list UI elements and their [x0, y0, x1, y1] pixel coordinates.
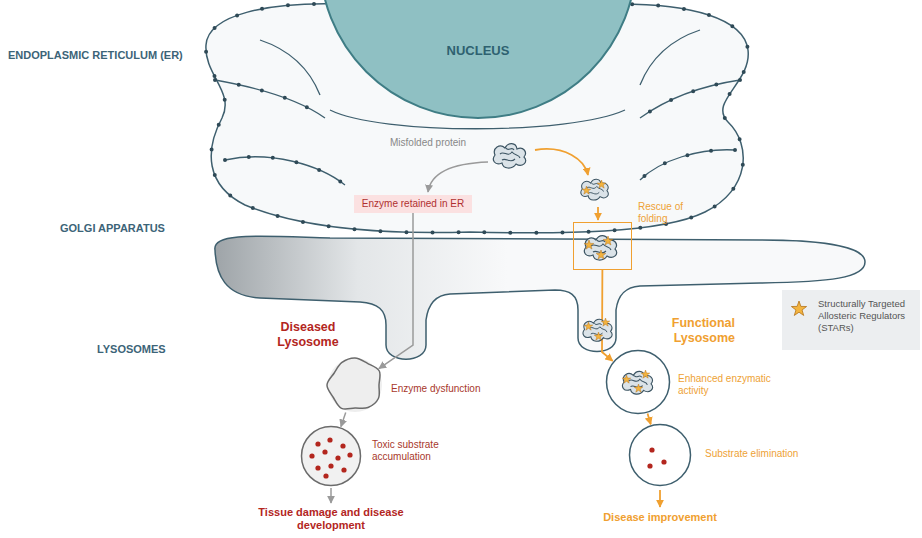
clean-lysosome-membrane [630, 425, 691, 486]
flow-arrow [379, 213, 413, 369]
star [641, 370, 650, 378]
clean-lysosome-outline [628, 423, 692, 487]
protein [581, 179, 608, 200]
remaining-substrate [647, 447, 666, 468]
diseased-lysosome-outline [325, 356, 385, 414]
substrate-dot [647, 463, 652, 468]
toxic-lysosome-membrane [302, 427, 361, 486]
substrate-dot [315, 465, 320, 470]
section-label: ENDOPLASMIC RETICULUM (ER) [8, 49, 208, 62]
lysosome-fill [302, 427, 360, 485]
legend-star-shape [791, 301, 806, 315]
flow-arrow [602, 270, 613, 361]
outcome-label: Tissue damage and disease development [241, 506, 421, 532]
clean-lysosome: Substrate elimination [628, 423, 692, 487]
misfold-arrow [428, 162, 488, 192]
outcome-arrow [330, 488, 332, 503]
toxic-lysosome: Toxic substrate accumulation [300, 425, 362, 487]
er-fold [225, 157, 345, 185]
node-text: Substrate elimination [705, 448, 825, 460]
legend-text: Structurally Targeted Allosteric Regulat… [818, 298, 914, 334]
node-text: NUCLEUS [318, 43, 638, 59]
ribosome-row [225, 157, 345, 185]
misfolded-protein [493, 144, 525, 168]
legend-item: Structurally Targeted Allosteric Regulat… [818, 298, 914, 334]
substrate-dot [327, 437, 332, 442]
diseased-lysosome-membrane [327, 358, 380, 409]
star [634, 384, 643, 392]
legend-box: Structurally Targeted Allosteric Regulat… [782, 290, 920, 350]
nucleus-outline [318, 0, 638, 120]
star [582, 186, 591, 194]
section-label: LYSOSOMES [97, 343, 217, 356]
substrate-dot [661, 459, 666, 464]
protein-label: Misfolded protein [390, 137, 500, 149]
er-fold [640, 30, 700, 85]
er-fold [640, 150, 735, 180]
er-fold [260, 40, 320, 95]
ribosome-row [640, 80, 740, 118]
substrate-dot [340, 443, 345, 448]
substrate-dot [649, 447, 654, 452]
star [594, 332, 603, 340]
section-label: GOLGI APPARATUS [60, 222, 210, 235]
star [584, 240, 594, 249]
substrate-dot [335, 455, 340, 460]
node-text: Enhanced enzymatic activity [678, 373, 773, 397]
substrate-dot [309, 453, 314, 458]
substrate-dot [323, 473, 328, 478]
node-text: Rescue of folding [638, 201, 710, 225]
star [603, 236, 613, 245]
protein [584, 236, 616, 260]
er-fold [640, 80, 740, 118]
er-fold [215, 80, 325, 118]
star [601, 318, 610, 326]
state-label: Diseased Lysosome [258, 320, 358, 350]
substrate-dot [341, 467, 346, 472]
retained-enzyme-box: Enzyme retained in ER [354, 195, 472, 213]
functional-lysosome-membrane [607, 351, 670, 414]
node-text: Toxic substrate accumulation [372, 439, 457, 463]
golgi-apparatus [215, 236, 865, 359]
substrate-dot [322, 449, 327, 454]
outcome-label: Disease improvement [580, 511, 740, 524]
star [597, 180, 606, 188]
toxic-substrate [309, 437, 352, 478]
state-label: Functional Lysosome [615, 316, 735, 346]
nucleus: NUCLEUS [318, 0, 638, 120]
star [584, 322, 593, 330]
rescue-arrow [597, 207, 599, 220]
outcome-arrow [659, 490, 661, 507]
substrate-dot [347, 452, 352, 457]
ribosome-row [640, 150, 735, 180]
substrate-dot [328, 463, 333, 468]
protein [623, 371, 653, 394]
nucleus-membrane [320, 0, 636, 118]
substrate-dot [315, 441, 320, 446]
flow-arrow [648, 414, 651, 425]
functional-lysosome: Enhanced enzymatic activity [605, 349, 671, 415]
legend-star [791, 301, 807, 317]
star [596, 250, 606, 259]
flow-arrow [341, 412, 346, 426]
star [622, 375, 631, 383]
ribosome-row [215, 80, 325, 118]
rescue-arrow [535, 149, 588, 175]
node-text: Enzyme dysfunction [391, 383, 501, 395]
diseased-lysosome: Enzyme dysfunction [325, 356, 385, 414]
functional-lysosome-outline [605, 349, 671, 415]
node-text: Enzyme retained in ER [362, 198, 464, 210]
rescue-box: Rescue of folding [573, 222, 632, 270]
toxic-lysosome-outline [300, 425, 362, 487]
